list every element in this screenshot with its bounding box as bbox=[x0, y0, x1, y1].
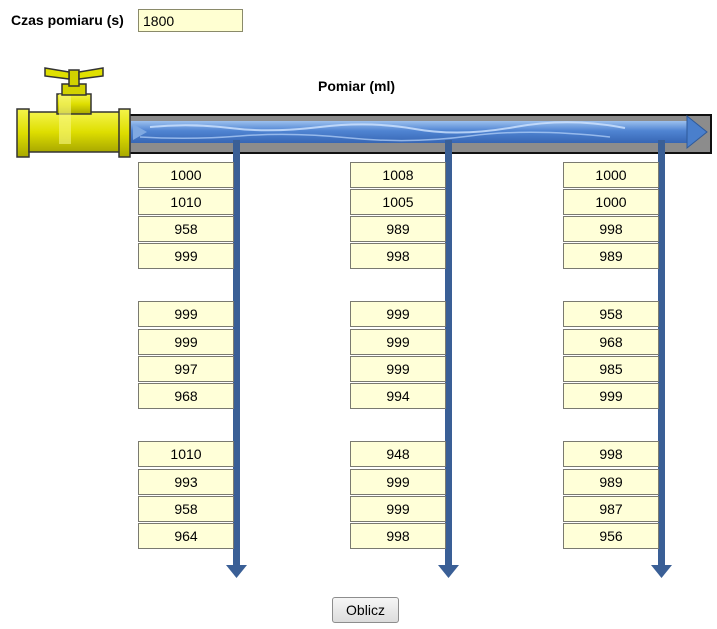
arrow-down-icon bbox=[438, 565, 459, 578]
measurement-time-label: Czas pomiaru (s) bbox=[11, 12, 124, 28]
measurement-cell[interactable]: 968 bbox=[563, 329, 659, 355]
measurement-cell[interactable]: 999 bbox=[138, 243, 234, 269]
measurement-cell[interactable]: 999 bbox=[350, 496, 446, 522]
measurement-cell[interactable]: 1008 bbox=[350, 162, 446, 188]
measurement-cell[interactable]: 958 bbox=[138, 496, 234, 522]
measurement-cell[interactable]: 985 bbox=[563, 356, 659, 382]
compute-button[interactable]: Oblicz bbox=[332, 597, 399, 623]
water-stream bbox=[131, 121, 687, 143]
measurement-cell[interactable]: 997 bbox=[138, 356, 234, 382]
measurement-cell[interactable]: 998 bbox=[563, 216, 659, 242]
measurement-cell[interactable]: 994 bbox=[350, 383, 446, 409]
drain-pipe-2 bbox=[438, 140, 459, 578]
flow-arrow-head bbox=[686, 114, 708, 150]
measurement-cell[interactable]: 948 bbox=[350, 441, 446, 467]
measurement-cell[interactable]: 993 bbox=[138, 469, 234, 495]
measurement-cell[interactable]: 998 bbox=[563, 441, 659, 467]
measurement-cell[interactable]: 1000 bbox=[563, 162, 659, 188]
measurement-cell[interactable]: 999 bbox=[350, 356, 446, 382]
measurement-cell[interactable]: 1010 bbox=[138, 189, 234, 215]
measurement-cell[interactable]: 958 bbox=[138, 216, 234, 242]
drain-pipe-3 bbox=[651, 140, 672, 578]
arrow-down-icon bbox=[226, 565, 247, 578]
measurement-time-input[interactable] bbox=[138, 9, 243, 32]
measurement-cell[interactable]: 998 bbox=[350, 243, 446, 269]
measurement-cell[interactable]: 998 bbox=[350, 523, 446, 549]
drain-pipe-1 bbox=[226, 140, 247, 578]
faucet-icon bbox=[16, 67, 131, 158]
measurement-cell[interactable]: 1000 bbox=[138, 162, 234, 188]
measurement-cell[interactable]: 958 bbox=[563, 301, 659, 327]
measurement-cell[interactable]: 999 bbox=[350, 469, 446, 495]
measurement-cell[interactable]: 989 bbox=[563, 469, 659, 495]
measurement-cell[interactable]: 968 bbox=[138, 383, 234, 409]
measurement-cell[interactable]: 1010 bbox=[138, 441, 234, 467]
measurement-cell[interactable]: 999 bbox=[138, 329, 234, 355]
measurement-cell[interactable]: 987 bbox=[563, 496, 659, 522]
arrow-down-icon bbox=[651, 565, 672, 578]
measurement-cell[interactable]: 989 bbox=[350, 216, 446, 242]
pipe-title: Pomiar (ml) bbox=[318, 78, 396, 94]
water-shimmer bbox=[149, 121, 626, 134]
measurement-cell[interactable]: 956 bbox=[563, 523, 659, 549]
measurement-cell[interactable]: 999 bbox=[138, 301, 234, 327]
water-shimmer bbox=[139, 131, 611, 142]
measurement-cell[interactable]: 1000 bbox=[563, 189, 659, 215]
measurement-cell[interactable]: 964 bbox=[138, 523, 234, 549]
measurement-cell[interactable]: 999 bbox=[350, 329, 446, 355]
measurement-cell[interactable]: 1005 bbox=[350, 189, 446, 215]
measurement-cell[interactable]: 989 bbox=[563, 243, 659, 269]
measurement-cell[interactable]: 999 bbox=[350, 301, 446, 327]
measurement-cell[interactable]: 999 bbox=[563, 383, 659, 409]
flow-arrow-tail bbox=[133, 124, 147, 140]
